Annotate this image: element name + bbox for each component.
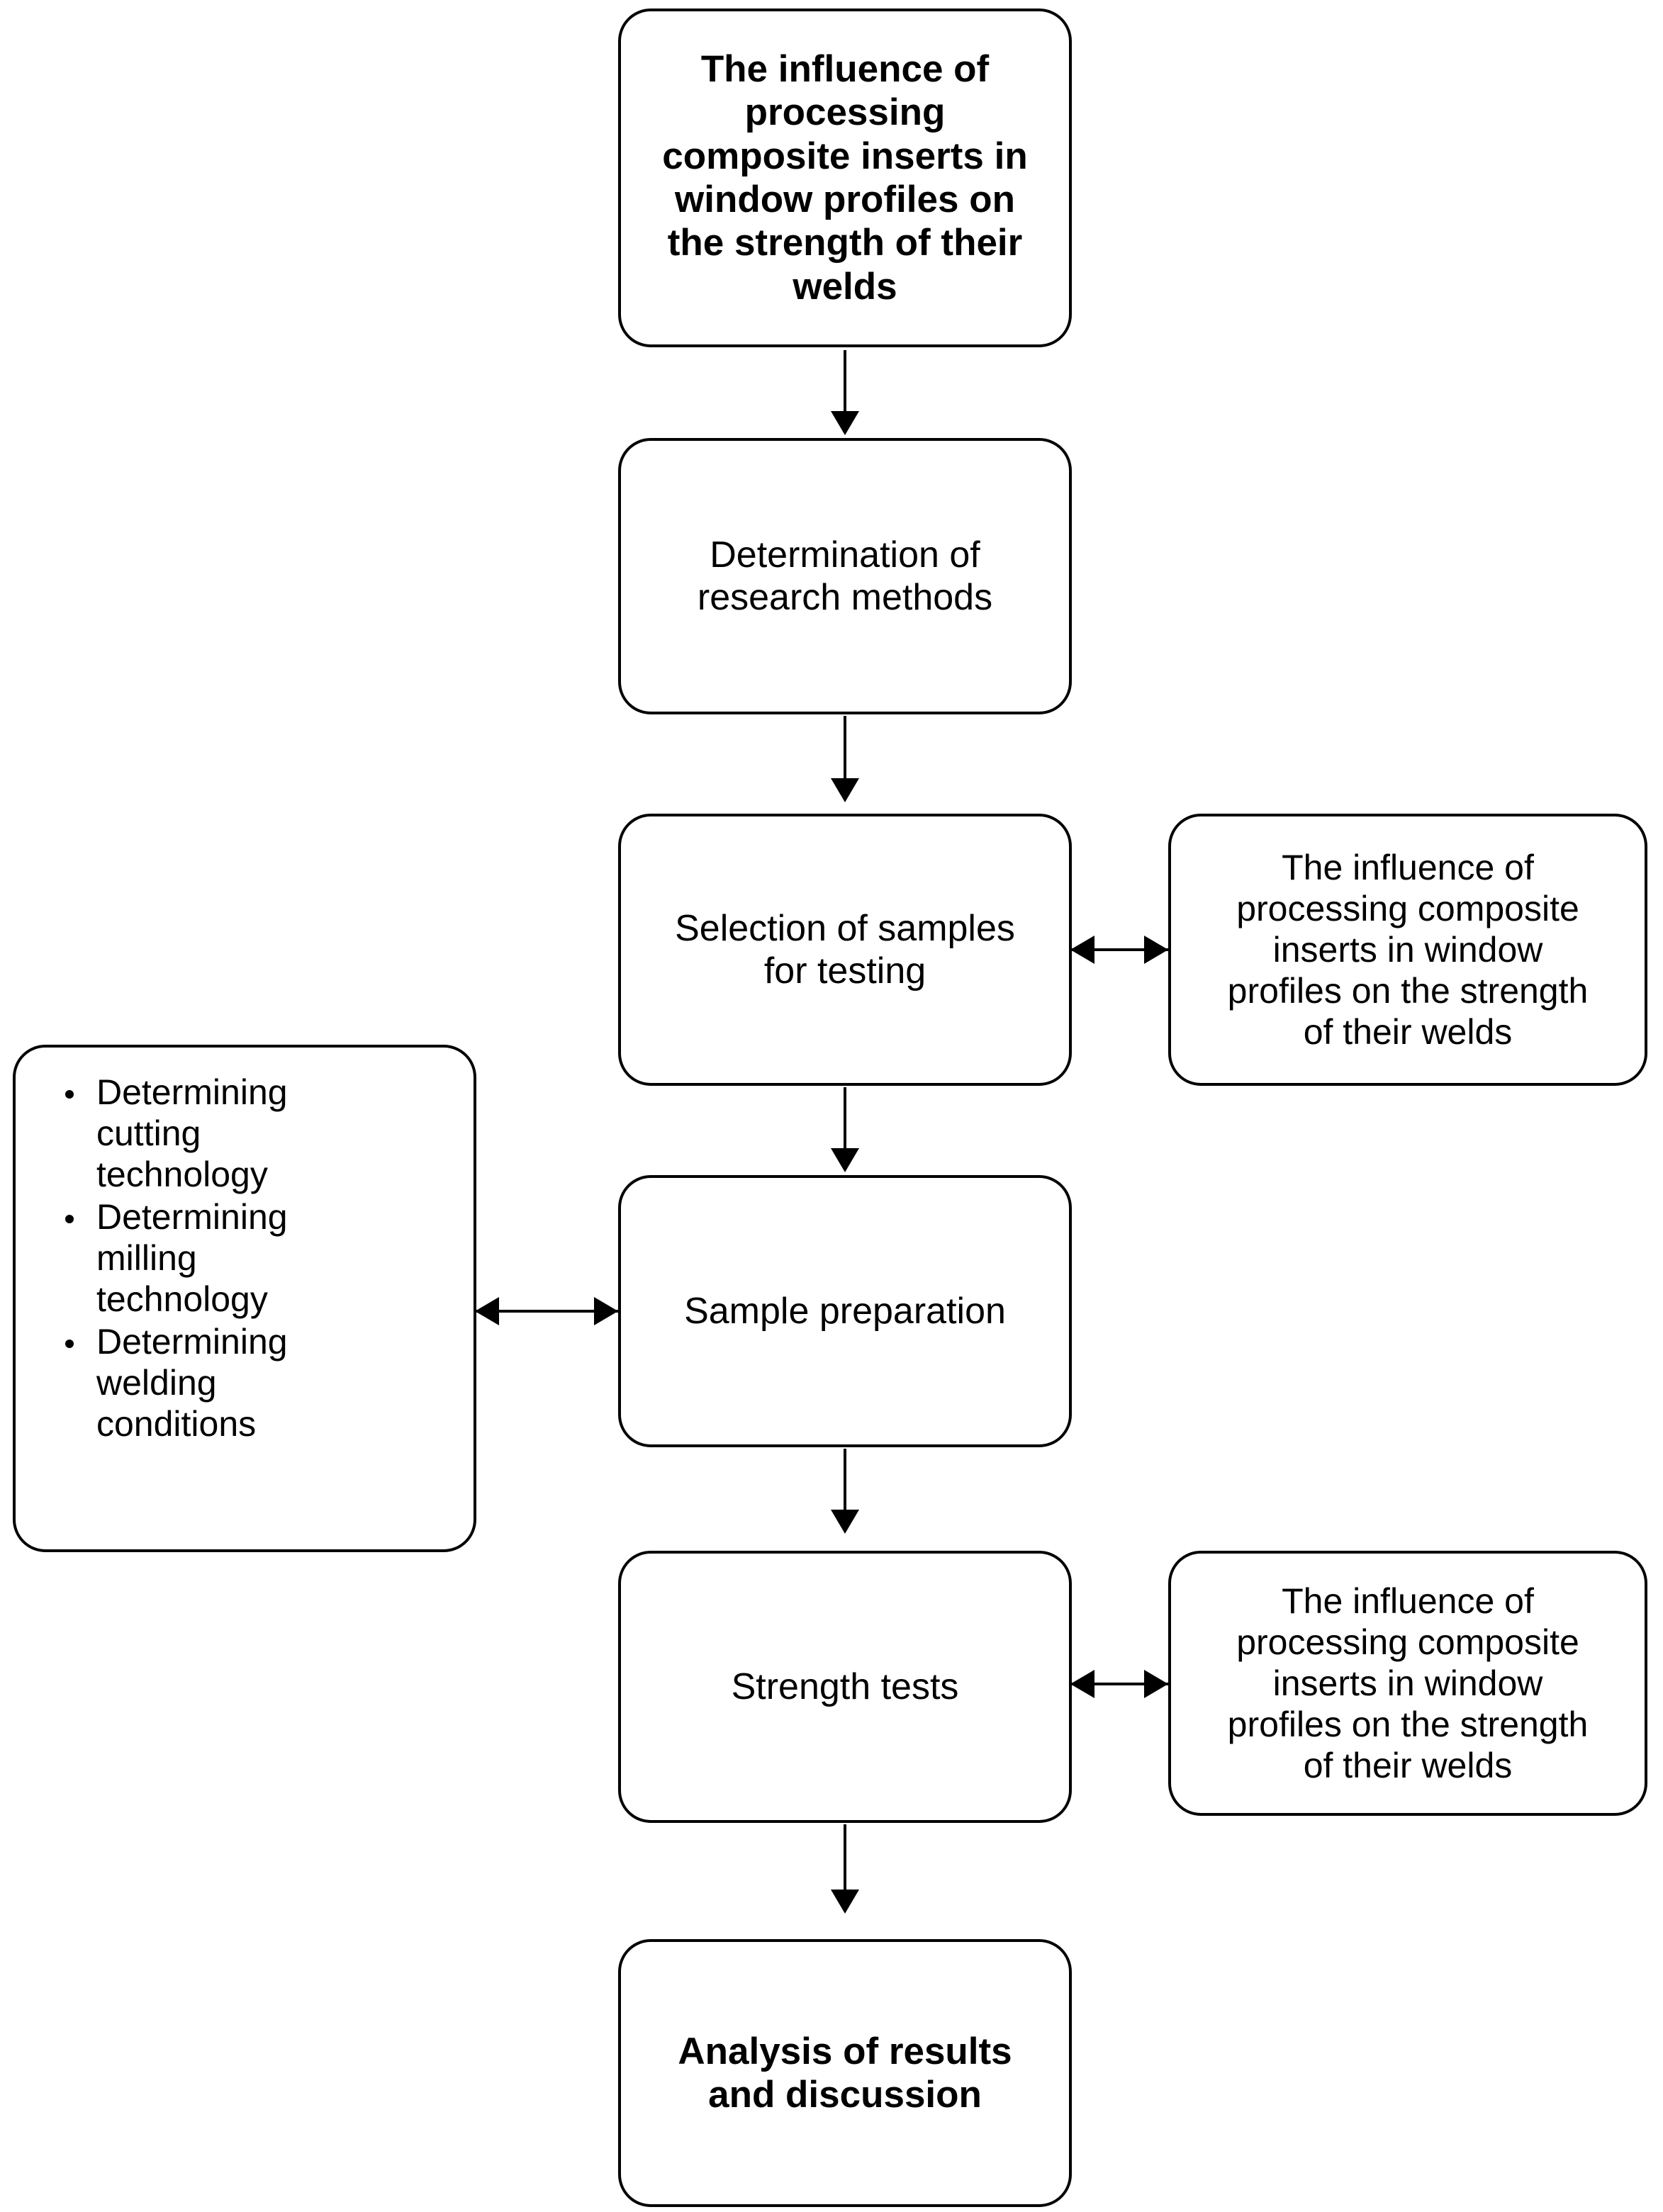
arrowhead-left-selection-annotation [1070, 936, 1094, 964]
arrowhead-strength-to-analysis [831, 1890, 859, 1914]
node-sample-preparation: Sample preparation [618, 1175, 1072, 1447]
node-strength-tests-label: Strength tests [731, 1666, 959, 1707]
node-annotation-selection: The influence of processing composite in… [1168, 814, 1647, 1086]
node-strength-tests: Strength tests [618, 1551, 1072, 1823]
connector-selection-to-sampleprep [844, 1087, 846, 1151]
node-analysis-label: Analysis of results and discussion [678, 2030, 1012, 2116]
node-bullet-list: Determining cutting technology Determini… [13, 1045, 476, 1552]
connector-selection-to-annotation [1072, 948, 1168, 951]
bullet-dot-icon [65, 1215, 74, 1223]
arrowhead-selection-to-sampleprep [831, 1148, 859, 1172]
bullet-list: Determining cutting technology Determini… [44, 1072, 452, 1444]
connector-title-to-methods [844, 350, 846, 414]
arrowhead-right-selection-annotation [1144, 936, 1168, 964]
node-analysis-of-results: Analysis of results and discussion [618, 1939, 1072, 2207]
node-sample-preparation-label: Sample preparation [684, 1290, 1006, 1332]
node-annotation-top-label: The influence of processing composite in… [1227, 848, 1589, 1052]
arrowhead-sampleprep-to-strength [831, 1510, 859, 1534]
arrowhead-right-bullets-sampleprep [594, 1297, 618, 1325]
node-determination-of-research-methods: Determination of research methods [618, 438, 1072, 714]
bullet-dot-icon [65, 1090, 74, 1099]
arrowhead-methods-to-selection [831, 778, 859, 802]
connector-strength-to-analysis [844, 1824, 846, 1892]
bullet-dot-icon [65, 1340, 74, 1348]
node-selection-of-samples-for-testing: Selection of samples for testing [618, 814, 1072, 1086]
node-title-label: The influence of processing composite in… [662, 47, 1028, 308]
connector-sampleprep-to-strength [844, 1449, 846, 1512]
connector-bullets-to-sampleprep [476, 1310, 618, 1313]
bullet-label: Determining welding conditions [96, 1322, 288, 1444]
connector-methods-to-selection [844, 716, 846, 781]
arrowhead-left-bullets-sampleprep [475, 1297, 499, 1325]
arrowhead-title-to-methods [831, 411, 859, 435]
node-title: The influence of processing composite in… [618, 9, 1072, 347]
node-methods-label: Determination of research methods [697, 534, 993, 618]
list-item: Determining cutting technology [65, 1072, 452, 1195]
node-annotation-bottom-label: The influence of processing composite in… [1227, 1581, 1589, 1785]
node-selection-label: Selection of samples for testing [675, 907, 1015, 992]
node-annotation-strength: The influence of processing composite in… [1168, 1551, 1647, 1816]
arrowhead-left-strength-annotation [1070, 1670, 1094, 1698]
list-item: Determining welding conditions [65, 1321, 452, 1444]
bullet-label: Determining cutting technology [96, 1072, 288, 1194]
bullet-label: Determining milling technology [96, 1197, 288, 1319]
arrowhead-right-strength-annotation [1144, 1670, 1168, 1698]
connector-strength-to-annotation [1072, 1683, 1168, 1685]
list-item: Determining milling technology [65, 1196, 452, 1320]
